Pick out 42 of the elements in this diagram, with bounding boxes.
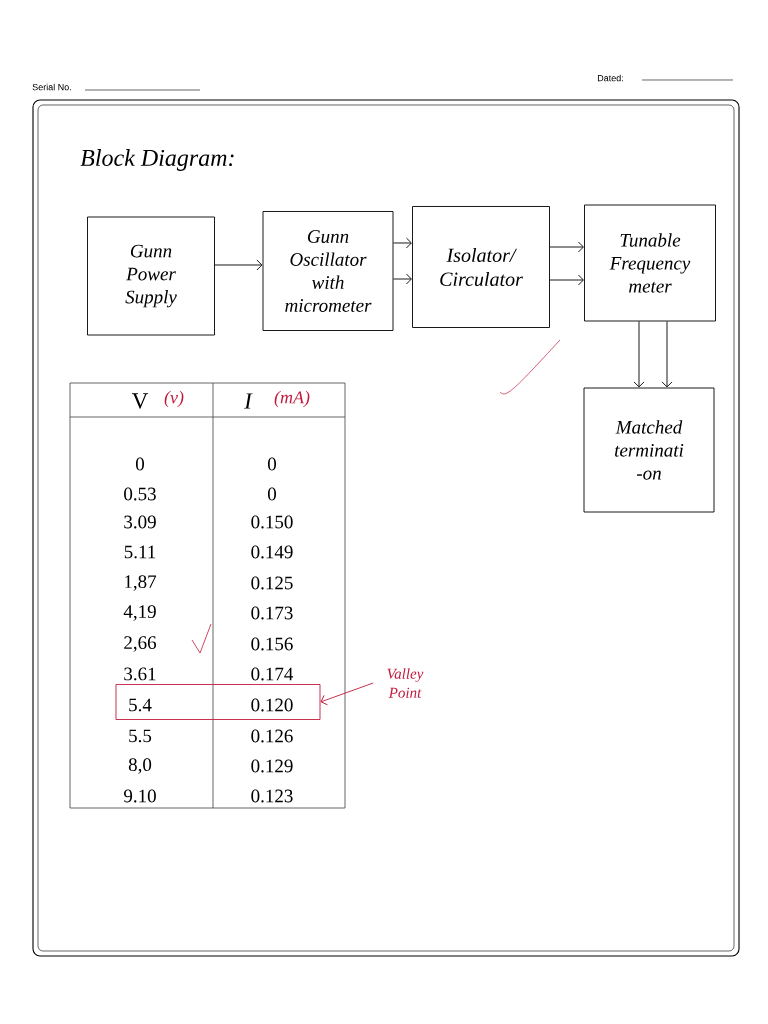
arrow bbox=[320, 682, 374, 706]
column-header: (mA) bbox=[274, 390, 310, 408]
arrow bbox=[393, 273, 412, 285]
component-box: Tunable Frequency meter bbox=[584, 204, 716, 322]
component-box: Isolator/ Circulator bbox=[412, 206, 550, 328]
handwritten-note: Valley Point bbox=[387, 668, 424, 698]
arrow bbox=[214, 259, 263, 271]
table-cell: 3.09 bbox=[124, 515, 156, 529]
table-cell: 2,66 bbox=[124, 636, 157, 652]
highlight-box bbox=[115, 684, 321, 720]
table-cell: 0 bbox=[135, 457, 144, 471]
table-cell: 8,0 bbox=[128, 758, 152, 774]
table-cell: 0.149 bbox=[251, 545, 293, 559]
table-cell: 0 bbox=[268, 487, 276, 501]
column-header: V bbox=[131, 393, 149, 409]
table-cell: 5.4 bbox=[129, 698, 152, 712]
table-cell: 0.129 bbox=[251, 759, 293, 773]
component-box: Matched terminati -on bbox=[583, 387, 715, 513]
table-cell: 0.173 bbox=[251, 606, 293, 620]
heading: Block Diagram: bbox=[80, 149, 234, 171]
form-label: Serial No. bbox=[32, 83, 71, 91]
table-cell: 0.53 bbox=[124, 487, 156, 501]
arrow bbox=[549, 274, 584, 286]
component-box: Gunn Power Supply bbox=[87, 216, 215, 336]
form-label: Dated: bbox=[597, 74, 623, 82]
arrow bbox=[393, 237, 412, 249]
table-cell: 0.125 bbox=[251, 576, 293, 590]
table-cell: 0.150 bbox=[251, 515, 293, 529]
table-cell: 0.123 bbox=[251, 789, 293, 803]
table-cell: 0.120 bbox=[251, 698, 293, 712]
arrow bbox=[549, 241, 584, 253]
arrow bbox=[633, 321, 645, 388]
column-header: (v) bbox=[164, 390, 184, 408]
column-header: I bbox=[244, 393, 253, 409]
table-cell: 0 bbox=[268, 457, 276, 471]
component-box: Gunn Oscillator with micrometer bbox=[262, 211, 394, 331]
table-cell: 9.10 bbox=[124, 789, 156, 803]
table-cell: 1,87 bbox=[125, 575, 157, 591]
table-cell: 0.156 bbox=[251, 637, 293, 651]
table-cell: 5.11 bbox=[124, 545, 156, 559]
arrow bbox=[661, 321, 673, 388]
table-cell: 4,19 bbox=[123, 605, 156, 621]
